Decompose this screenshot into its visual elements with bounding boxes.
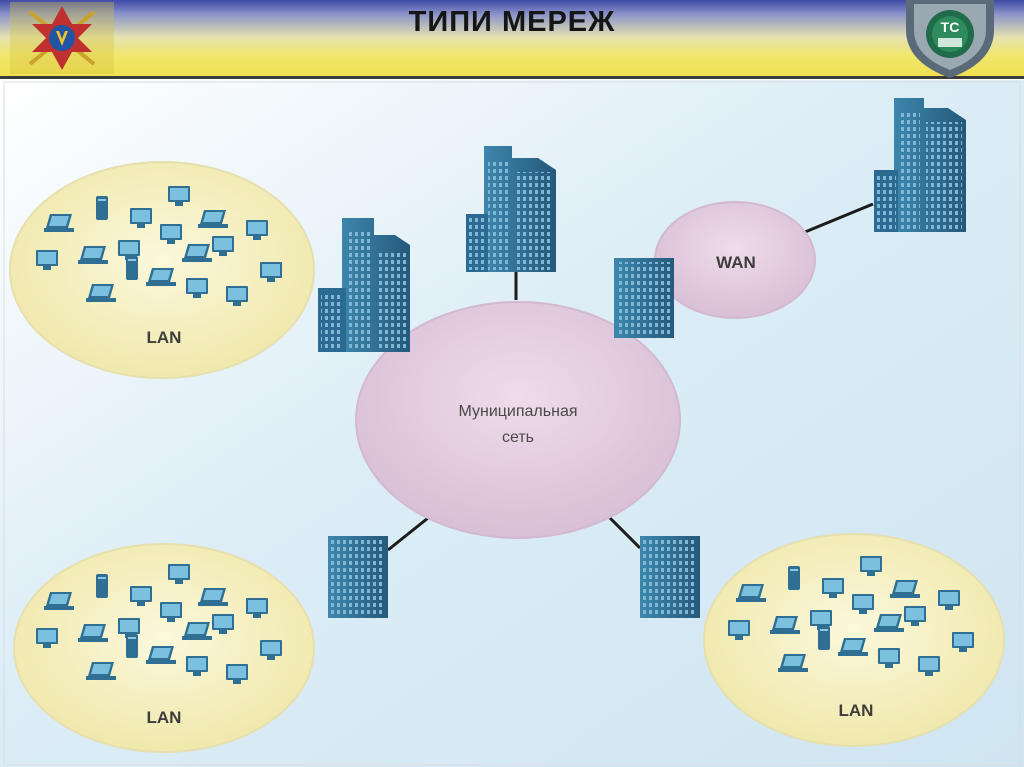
- computer-icon: [226, 664, 248, 684]
- computer-icon: [130, 208, 152, 228]
- laptop-icon: [198, 588, 228, 606]
- computer-icon: [246, 220, 268, 240]
- server-icon: [788, 566, 800, 590]
- laptop-icon: [198, 210, 228, 228]
- computer-icon: [168, 564, 190, 584]
- computer-icon: [918, 656, 940, 676]
- laptop-icon: [770, 616, 800, 634]
- computer-icon: [904, 606, 926, 626]
- computer-icon: [878, 648, 900, 668]
- computer-icon: [822, 578, 844, 598]
- armed-forces-emblem-icon: [10, 2, 114, 74]
- municipal-network-label: Муниципальная: [458, 403, 577, 420]
- computer-icon: [36, 628, 58, 648]
- server-icon: [96, 196, 108, 220]
- lan-label: LAN: [147, 708, 182, 727]
- municipal-network-label: сеть: [502, 429, 534, 446]
- laptop-icon: [778, 654, 808, 672]
- laptop-icon: [44, 592, 74, 610]
- server-icon: [818, 626, 830, 650]
- network-types-diagram: LAN LAN LAN WAN Муниципальная сеть: [0, 80, 1024, 767]
- laptop-icon: [146, 268, 176, 286]
- computer-icon: [212, 236, 234, 256]
- building-icon: [466, 146, 556, 272]
- building-icon: [640, 536, 700, 618]
- lan-label: LAN: [147, 328, 182, 347]
- municipal-network-cloud: [355, 301, 681, 539]
- computer-icon: [260, 262, 282, 282]
- computer-icon: [226, 286, 248, 306]
- laptop-icon: [146, 646, 176, 664]
- laptop-icon: [182, 244, 212, 262]
- link-line: [604, 512, 642, 550]
- computer-icon: [130, 586, 152, 606]
- computer-icon: [186, 656, 208, 676]
- server-icon: [126, 256, 138, 280]
- building-icon: [318, 218, 410, 352]
- server-icon: [96, 574, 108, 598]
- wan-label: WAN: [716, 253, 756, 272]
- computer-icon: [246, 598, 268, 618]
- laptop-icon: [86, 662, 116, 680]
- computer-icon: [118, 240, 140, 260]
- computer-icon: [160, 224, 182, 244]
- link-line: [387, 516, 429, 552]
- lan-computers: [36, 564, 282, 684]
- computer-icon: [938, 590, 960, 610]
- title-bar: [0, 0, 1024, 78]
- page-title: ТИПИ МЕРЕЖ: [408, 6, 616, 38]
- lan-label: LAN: [839, 701, 874, 720]
- laptop-icon: [86, 284, 116, 302]
- ts-shield-emblem-icon: ТС: [898, 0, 1002, 78]
- building-icon: [328, 536, 388, 618]
- building-icon: [874, 98, 966, 232]
- link-line: [804, 202, 874, 234]
- computer-icon: [186, 278, 208, 298]
- lan-computers: [36, 186, 282, 306]
- laptop-icon: [182, 622, 212, 640]
- computer-icon: [212, 614, 234, 634]
- laptop-icon: [736, 584, 766, 602]
- computer-icon: [168, 186, 190, 206]
- server-icon: [126, 634, 138, 658]
- computer-icon: [260, 640, 282, 660]
- computer-icon: [728, 620, 750, 640]
- computer-icon: [860, 556, 882, 576]
- laptop-icon: [874, 614, 904, 632]
- building-icon: [614, 258, 674, 338]
- laptop-icon: [44, 214, 74, 232]
- laptop-icon: [890, 580, 920, 598]
- header-divider: [0, 76, 1024, 79]
- emblem-text: ТС: [941, 19, 960, 35]
- laptop-icon: [838, 638, 868, 656]
- computer-icon: [36, 250, 58, 270]
- computer-icon: [160, 602, 182, 622]
- laptop-icon: [78, 624, 108, 642]
- computer-icon: [852, 594, 874, 614]
- laptop-icon: [78, 246, 108, 264]
- lan-computers: [728, 556, 974, 676]
- computer-icon: [952, 632, 974, 652]
